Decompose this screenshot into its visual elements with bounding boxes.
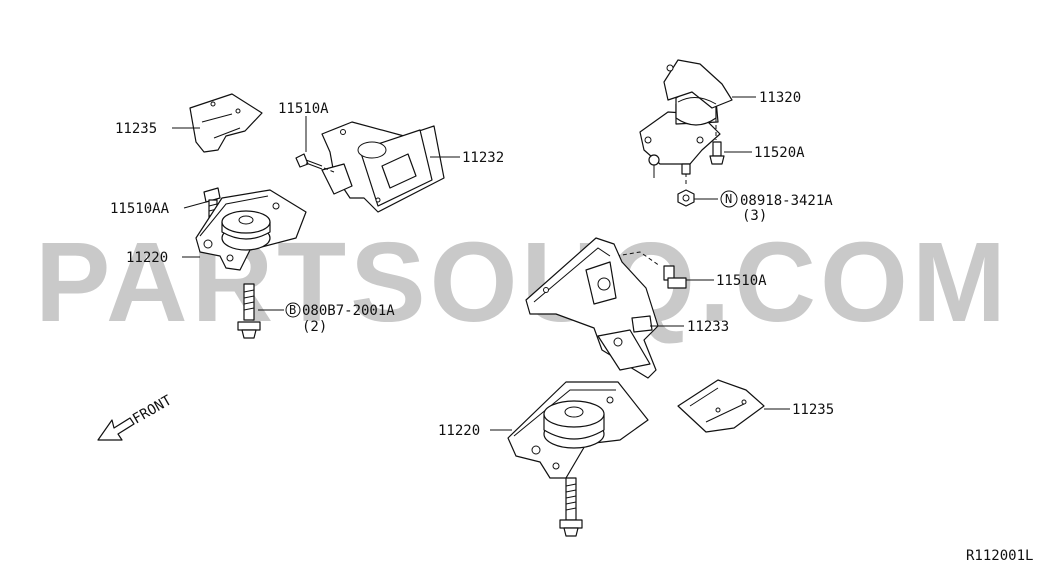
bolt-bottom-long[interactable] <box>559 477 583 537</box>
label-mount-bottom: 11220 <box>438 423 480 439</box>
front-arrow-icon <box>97 417 135 441</box>
heat-insulator-left-part[interactable] <box>189 93 263 153</box>
leader-lines <box>172 96 790 431</box>
label-bolt-b-symbol: B <box>289 303 296 317</box>
label-bolt-left-mount: 11510AA <box>110 201 170 217</box>
label-bracket-right: 11233 <box>687 319 729 335</box>
bolt-080b7-2001a[interactable] <box>237 283 261 339</box>
label-heat-insulator-left: 11235 <box>115 121 157 137</box>
bolt-11510a-top[interactable] <box>295 153 335 173</box>
label-nut-n-part: 08918-3421A <box>740 193 833 209</box>
engine-bracket-right-part[interactable] <box>525 237 659 379</box>
label-mount-left: 11220 <box>126 250 168 266</box>
bolt-11510a-center[interactable] <box>615 251 687 289</box>
bolt-11520a[interactable] <box>709 118 725 165</box>
label-bolt-top-left: 11510A <box>278 101 329 117</box>
diagram-reference: R112001L <box>966 548 1033 564</box>
label-heat-insulator-right: 11235 <box>792 402 834 418</box>
engine-bracket-left-part[interactable] <box>321 121 445 213</box>
heat-insulator-right-part[interactable] <box>677 379 765 433</box>
label-bolt-b-qty: (2) <box>302 319 327 335</box>
label-nut-n-qty: (3) <box>742 208 767 224</box>
label-bolt-upper-right: 11520A <box>754 145 805 161</box>
engine-mount-left-part[interactable] <box>195 189 307 271</box>
n-symbol-circle <box>720 190 738 208</box>
label-nut-n-symbol: N <box>725 192 732 206</box>
label-mount-upper-right: 11320 <box>759 90 801 106</box>
front-indicator: FRONT <box>97 392 175 441</box>
label-bolt-b-part: 080B7-2001A <box>302 303 395 319</box>
label-bracket-left: 11232 <box>462 150 504 166</box>
label-bolt-center-right: 11510A <box>716 273 767 289</box>
nut-08918-3421a[interactable] <box>677 163 695 207</box>
engine-mount-upper-right-part[interactable] <box>639 59 733 178</box>
front-label: FRONT <box>130 392 175 427</box>
b-symbol-circle <box>285 302 301 318</box>
engine-mount-bottom-part[interactable] <box>507 381 649 479</box>
